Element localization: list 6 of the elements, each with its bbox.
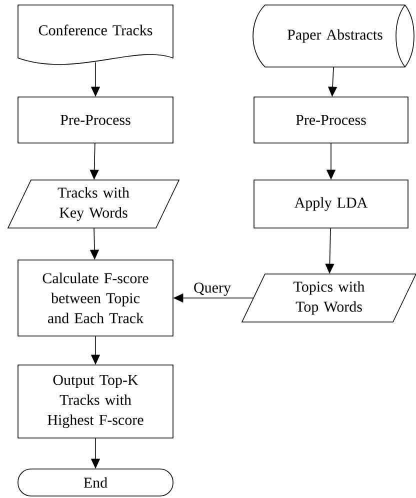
process-box: Pre-Process: [18, 96, 174, 144]
edge-label: Query: [192, 282, 232, 297]
process-box: Pre-Process: [254, 96, 408, 144]
process-box: Calculate F-score between Topic and Each Track: [18, 260, 174, 336]
process-box: Apply LDA: [254, 180, 408, 228]
process-box: Output Top-K Tracks with Highest F-score: [18, 364, 174, 438]
